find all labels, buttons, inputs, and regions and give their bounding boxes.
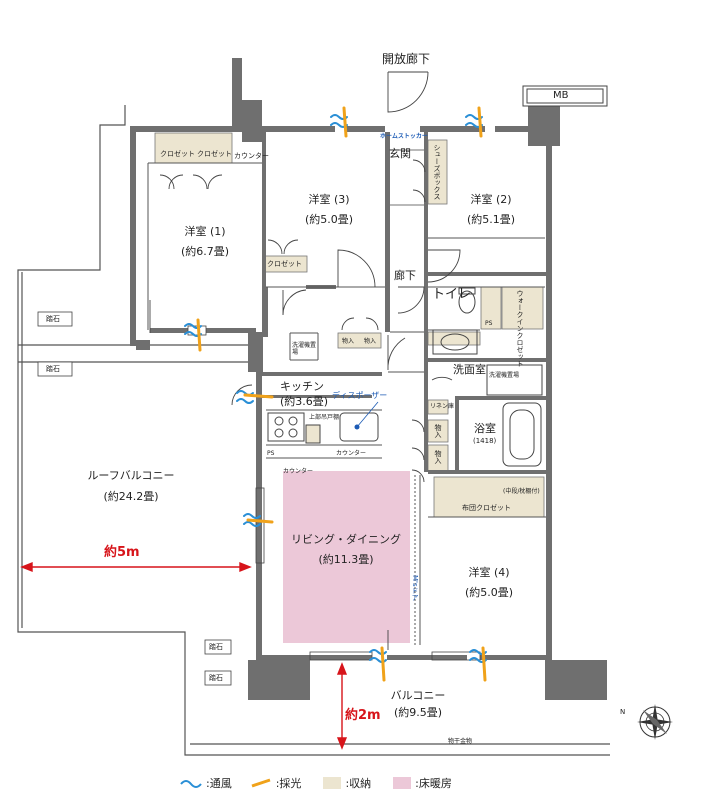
label-ps-1: PS [485, 320, 493, 327]
label-washroom: 洗面室 [453, 363, 486, 376]
label-dryer-rail: 物干金物 [448, 738, 473, 745]
room2-size: (約5.1畳) [466, 213, 516, 226]
compass-icon [637, 704, 673, 740]
light-icon [251, 778, 271, 788]
floor-heating-swatch [393, 777, 412, 789]
closet-label-3: クロゼット [267, 260, 302, 268]
balcony-name: バルコニー [390, 689, 446, 702]
dimension-2m: 約2m [345, 708, 381, 723]
bath-name: 浴室 [474, 422, 496, 435]
room3-size: (約5.0畳) [304, 213, 354, 226]
room4-size: (約5.0畳) [464, 586, 514, 599]
label-futon-closet: 布団クロゼット [462, 504, 511, 512]
label-disposer: ディスポーザー [332, 391, 388, 400]
bath-size: (1418) [473, 437, 497, 445]
mb-box [522, 85, 608, 107]
storage-label-c: 物入 [434, 424, 442, 438]
wind-icon [180, 780, 202, 788]
partitions [147, 162, 546, 518]
paving-label-2: 踏石 [46, 365, 60, 373]
paving-stones [37, 311, 232, 686]
room1-name: 洋室 (1) [184, 225, 226, 238]
legend-floor-heating: :床暖房 [393, 775, 452, 791]
counter-label-living: カウンター [283, 468, 314, 475]
toilet-fixture [458, 290, 476, 314]
storage-label-a: 物入 [342, 338, 355, 345]
label-mb: MB [553, 90, 569, 101]
legend: :通風 :採光 :収納 :床暖房 [180, 773, 452, 793]
kitchen-name: キッチン [280, 380, 324, 393]
legend-floor-heating-label: :床暖房 [415, 777, 452, 790]
label-home-stocker: ホームストッカー [380, 133, 428, 140]
closet-label-1b: クロゼット [197, 150, 232, 158]
label-linen: リネン庫 [430, 403, 455, 410]
paving-label-4: 踏石 [209, 674, 223, 682]
label-ps-2: PS [267, 450, 275, 457]
room1-size: (約6.7畳) [180, 245, 230, 258]
roof-balcony-size: (約24.2畳) [103, 490, 159, 503]
bathroom-fixtures [267, 287, 543, 467]
counter-label-1: カウンター [234, 152, 269, 160]
storage-label-d: 物入 [434, 450, 442, 464]
floor-heating-area [283, 471, 410, 643]
label-shoes-box: シューズボックス [433, 144, 441, 200]
compass-north-label: N [620, 708, 626, 716]
label-toilet: トイレ [432, 287, 472, 302]
label-entrance: 玄関 [389, 147, 411, 160]
balcony-size: (約9.5畳) [393, 706, 443, 719]
counter-label-kitchen: カウンター [336, 450, 367, 457]
legend-storage-label: :収納 [345, 777, 372, 790]
storage-swatch [323, 777, 342, 789]
label-ms-door: M'sドア [411, 575, 419, 601]
legend-light-label: :採光 [275, 777, 302, 790]
label-upper-cabinet: 上部吊戸棚 [309, 414, 340, 421]
room4-name: 洋室 (4) [468, 566, 510, 579]
label-shelf-note: (中段/枕棚付) [503, 488, 540, 495]
closet-label-1a: クロゼット [160, 150, 195, 158]
kitchen-size: (約3.6畳) [280, 395, 329, 408]
dimension-5m: 約5m [104, 545, 140, 560]
roof-balcony-name: ルーフバルコニー [87, 469, 175, 482]
doors [149, 71, 461, 650]
label-washer-space-2: 洗濯機置場 [489, 372, 520, 379]
living-size: (約11.3畳) [318, 553, 374, 566]
label-corridor: 開放廊下 [382, 52, 431, 66]
storage-areas [154, 132, 545, 518]
room2-name: 洋室 (2) [470, 193, 512, 206]
label-walkin-closet: ウォークインクロゼット [516, 290, 524, 367]
legend-wind-label: :通風 [206, 777, 232, 790]
dimension-lines [20, 561, 348, 750]
paving-label-3: 踏石 [209, 643, 223, 651]
storage-label-b: 物入 [364, 338, 377, 345]
paving-label-1: 踏石 [46, 315, 60, 323]
label-washer-space-1: 洗濯機置場 [292, 342, 317, 356]
legend-light: :採光 [250, 775, 302, 791]
light-markers [196, 106, 487, 682]
room3-name: 洋室 (3) [308, 193, 350, 206]
legend-wind: :通風 [180, 775, 232, 791]
legend-storage: :収納 [323, 775, 371, 791]
disposer-marker [354, 401, 379, 430]
entrance-step [390, 149, 424, 206]
label-hallway: 廊下 [394, 269, 416, 282]
living-name: リビング・ダイニング [291, 533, 401, 546]
